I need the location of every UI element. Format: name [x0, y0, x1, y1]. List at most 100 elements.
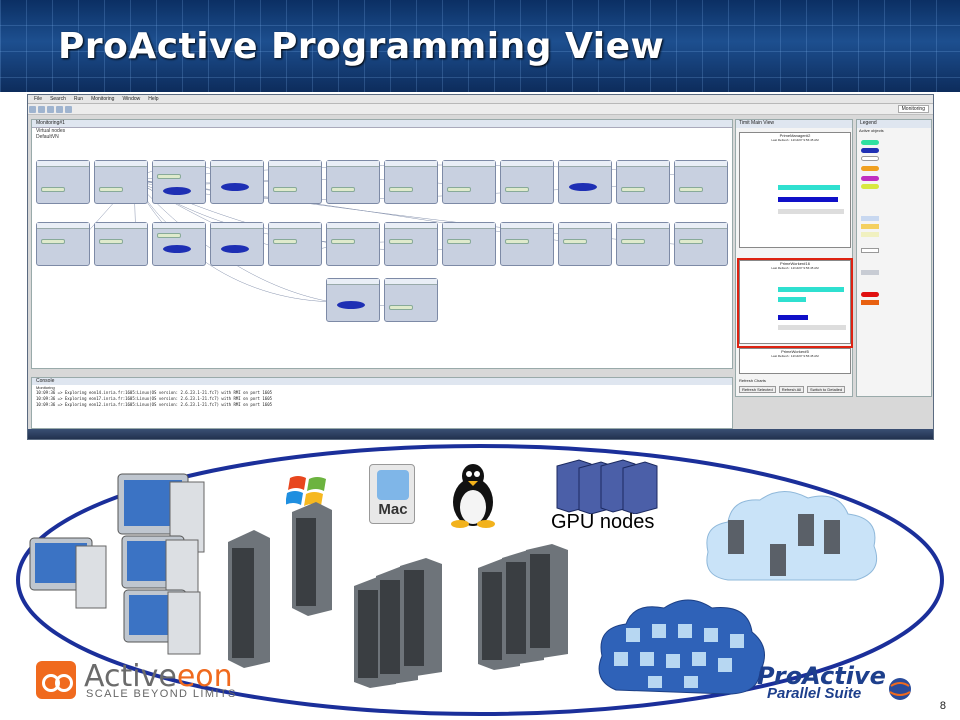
legend-swatch: [861, 224, 879, 229]
menu-file[interactable]: File: [34, 96, 43, 102]
linux-tux-icon: [451, 464, 495, 528]
graph-node[interactable]: [558, 160, 612, 204]
console-line: 10:09:36 => Exploring eon17.inria.fr:160…: [36, 396, 273, 401]
chart-refresh: Last Refresh : 12/14/07 9:56:45 AM: [771, 138, 819, 142]
graph-node[interactable]: [500, 222, 554, 266]
legend-swatch: [861, 156, 879, 161]
new-icon[interactable]: [29, 106, 36, 113]
print-icon[interactable]: [47, 106, 54, 113]
activeeon-tagline: SCALE BEYOND LIMITS: [86, 688, 237, 700]
graph-node[interactable]: [152, 160, 206, 204]
windows-logo-icon: [286, 476, 326, 506]
graph-node[interactable]: [442, 160, 496, 204]
tab-console[interactable]: Console: [32, 378, 732, 385]
graph-node[interactable]: [558, 222, 612, 266]
server-rack-cluster: [354, 558, 442, 688]
graph-node[interactable]: [616, 160, 670, 204]
legend-swatch: [861, 176, 879, 181]
gpu-nodes-label: GPU nodes: [551, 511, 655, 533]
cloud-dark: [598, 599, 765, 695]
menu-monitoring[interactable]: Monitoring: [91, 96, 115, 102]
graph-node[interactable]: [210, 160, 264, 204]
toolbar: Monitoring: [28, 104, 933, 115]
menu-help[interactable]: Help: [148, 96, 159, 102]
mac-logo-icon: Mac: [369, 464, 415, 524]
mac-label: Mac: [378, 501, 408, 518]
chart-title: PrimeWorker#16: [780, 261, 810, 266]
chart-bar: [778, 315, 808, 320]
legend-section-title: Active objects: [859, 128, 884, 133]
chart-refresh: Last Refresh : 12/14/07 9:56:45 AM: [771, 266, 819, 270]
timit-view: Timit Main View PrimeManager#2 Last Refr…: [735, 119, 853, 397]
console-title: Monitoring: [36, 385, 55, 390]
switch-detailed-button[interactable]: Switch to Detailed: [807, 386, 846, 393]
refresh-charts-label: Refresh Charts: [739, 378, 766, 383]
proactive-wordmark: ProActive: [757, 662, 886, 690]
graph-node[interactable]: [674, 160, 728, 204]
graph-node[interactable]: [384, 160, 438, 204]
graph-node[interactable]: [326, 160, 380, 204]
back-icon[interactable]: [56, 106, 63, 113]
legend-swatch: [861, 232, 879, 237]
taskbar: [28, 429, 933, 439]
legend-view: Legend Active objects: [856, 119, 932, 397]
chart-bar: [778, 197, 838, 202]
graph-node[interactable]: [384, 278, 438, 322]
proactive-parallel-suite-logo: ProActive Parallel Suite: [757, 662, 927, 702]
graph-node[interactable]: [94, 160, 148, 204]
graph-node[interactable]: [268, 160, 322, 204]
graph-node[interactable]: [500, 160, 554, 204]
save-icon[interactable]: [38, 106, 45, 113]
globe-icon: [889, 678, 911, 700]
graph-node[interactable]: [268, 222, 322, 266]
menu-search[interactable]: Search: [50, 96, 66, 102]
ide-screenshot: File Search Run Monitoring Window Help M…: [27, 94, 934, 440]
tab-monitoring[interactable]: Monitoring#1: [32, 120, 732, 128]
graph-node[interactable]: [674, 222, 728, 266]
legend-swatch: [861, 166, 879, 171]
graph-node[interactable]: [616, 222, 670, 266]
refresh-selected-button[interactable]: Refresh Selected: [739, 386, 776, 393]
topology-graph[interactable]: [36, 150, 730, 350]
tab-legend[interactable]: Legend: [857, 120, 931, 128]
desktop-pcs: [29, 473, 205, 655]
graph-node[interactable]: [94, 222, 148, 266]
chart-bar: [778, 287, 844, 292]
legend-swatch: [861, 292, 879, 297]
resource-ellipse: [16, 444, 944, 716]
virtual-node-defaultvn[interactable]: DefaultVN: [36, 134, 59, 140]
legend-swatch: [861, 184, 879, 189]
activeeon-wordmark: Activeeon: [84, 659, 233, 694]
graph-node[interactable]: [210, 222, 264, 266]
menu-window[interactable]: Window: [122, 96, 141, 102]
graph-node[interactable]: [326, 222, 380, 266]
tab-timit[interactable]: Timit Main View: [736, 120, 852, 128]
console-line: 10:09:36 => Exploring eon12.inria.fr:160…: [36, 402, 273, 407]
graph-node[interactable]: [326, 278, 380, 322]
chart-bar: [778, 325, 846, 330]
server-rack-cluster: [478, 544, 568, 670]
graph-node[interactable]: [36, 222, 90, 266]
legend-swatch: [861, 270, 879, 275]
timit-chart: PrimeWorker#5 Last Refresh : 12/14/07 9:…: [739, 348, 851, 374]
activeeon-mark-icon: [36, 661, 76, 699]
graph-node[interactable]: [384, 222, 438, 266]
chart-bar: [778, 185, 840, 190]
menu-bar: File Search Run Monitoring Window Help: [28, 95, 933, 104]
refresh-all-button[interactable]: Refresh All: [778, 386, 805, 393]
legend-swatch: [861, 140, 879, 145]
cloud-light: [706, 491, 878, 581]
console-view: Console Monitoring 10:09:36 => Exploring…: [31, 377, 733, 429]
graph-node[interactable]: [152, 222, 206, 266]
graph-node[interactable]: [442, 222, 496, 266]
timit-chart: PrimeWorker#16 Last Refresh : 12/14/07 9…: [739, 260, 851, 344]
server-tower: [228, 530, 270, 668]
pc: [123, 589, 201, 655]
server-tower: [292, 502, 332, 616]
graph-node[interactable]: [36, 160, 90, 204]
legend-swatch: [861, 216, 879, 221]
forward-icon[interactable]: [65, 106, 72, 113]
chart-bar: [778, 297, 806, 302]
perspective-monitoring[interactable]: Monitoring: [897, 105, 929, 113]
menu-run[interactable]: Run: [73, 96, 84, 102]
